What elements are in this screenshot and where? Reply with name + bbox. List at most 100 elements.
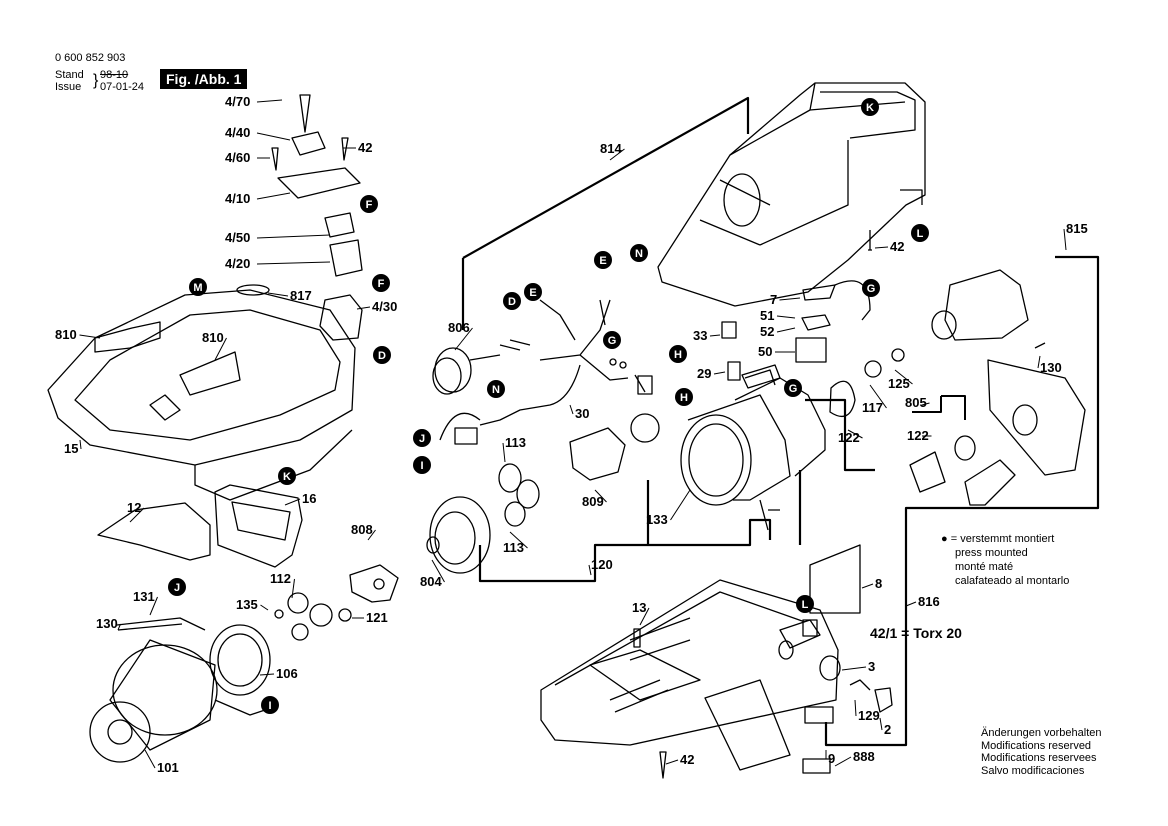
leader-line — [256, 261, 331, 265]
svg-text:E: E — [529, 287, 536, 299]
figure-label: Fig. /Abb. 1 — [160, 69, 248, 89]
issue-label: Issue — [55, 81, 82, 93]
part-label: 15 — [64, 441, 78, 456]
part-label: 42 — [680, 752, 694, 767]
svg-text:K: K — [866, 102, 874, 114]
part-label: 7 — [770, 292, 777, 307]
leader-line — [259, 673, 275, 676]
torx-note: 42/1 = Torx 20 — [870, 625, 962, 641]
connector-tag: E — [594, 251, 612, 269]
leader-line — [256, 132, 291, 141]
part-label: 808 — [351, 522, 373, 537]
connector-tag: E — [524, 283, 542, 301]
part-label: 9 — [828, 751, 835, 766]
part-label: 117 — [862, 400, 883, 415]
connector-tag: J — [413, 429, 431, 447]
part-label: 810 — [55, 327, 77, 342]
leader-line — [776, 315, 796, 319]
upper-housing-drawing — [657, 82, 926, 307]
leader-line — [129, 507, 145, 523]
svg-text:H: H — [680, 392, 688, 404]
leader-line — [905, 601, 917, 607]
svg-text:M: M — [193, 282, 202, 294]
svg-text:D: D — [508, 296, 516, 308]
connector-tag: F — [360, 195, 378, 213]
note-de: = verstemmt montiert — [950, 533, 1055, 545]
part-label: 804 — [420, 574, 442, 589]
part-label: 113 — [505, 435, 526, 450]
part-label: 816 — [918, 594, 940, 609]
svg-text:L: L — [917, 228, 924, 240]
part-label: 815 — [1066, 221, 1088, 236]
part-label: 30 — [575, 406, 589, 421]
leader-line — [841, 666, 867, 671]
mods-es: Salvo modificaciones — [981, 764, 1085, 777]
bracket-814 — [462, 96, 750, 259]
part-label: 888 — [853, 749, 875, 764]
parts-815-drawing — [909, 269, 1086, 506]
leader-line — [214, 337, 227, 361]
svg-text:J: J — [174, 582, 180, 594]
parts-12-16-drawing — [97, 484, 303, 568]
connector-tag: H — [669, 345, 687, 363]
leader-line — [291, 578, 295, 599]
connector-tag: D — [503, 292, 521, 310]
motor-101-drawing — [89, 564, 399, 763]
svg-text:N: N — [635, 248, 643, 260]
connector-tag: L — [796, 595, 814, 613]
part-label: 106 — [276, 666, 298, 681]
leader-line — [713, 371, 726, 375]
leader-line — [267, 292, 289, 297]
gearbox-804-drawing — [426, 369, 826, 574]
part-label: 814 — [600, 141, 622, 156]
svg-text:K: K — [283, 471, 291, 483]
leader-line — [256, 192, 291, 200]
part-label: 33 — [693, 328, 707, 343]
leader-line — [1063, 228, 1067, 251]
connector-tag: J — [168, 578, 186, 596]
svg-text:G: G — [867, 283, 876, 295]
connector-tag: N — [487, 380, 505, 398]
part-label: 3 — [868, 659, 875, 674]
leader-line — [367, 529, 376, 541]
leader-line — [670, 489, 691, 521]
part-label: 29 — [697, 366, 711, 381]
part-label: 51 — [760, 308, 774, 323]
leader-line — [779, 297, 801, 301]
leader-line — [861, 583, 874, 589]
note-en: press mounted — [955, 547, 1028, 559]
mods-en: Modifications reserved — [981, 739, 1092, 752]
small-parts-drawing — [721, 230, 905, 418]
connector-tag: G — [784, 379, 802, 397]
svg-text:H: H — [674, 349, 682, 361]
part-label: 810 — [202, 330, 224, 345]
leader-line — [79, 334, 101, 339]
svg-text:G: G — [608, 335, 617, 347]
connector-tag: L — [911, 224, 929, 242]
leader-line — [639, 607, 650, 626]
bracket-804 — [478, 518, 772, 583]
lower-housing-drawing — [540, 544, 893, 779]
leader-line — [588, 564, 592, 576]
part-label: 4/50 — [225, 230, 250, 245]
part-label: 4/70 — [225, 94, 250, 109]
leader-line — [665, 759, 679, 765]
part-label: 13 — [632, 600, 646, 615]
connector-tag: K — [861, 98, 879, 116]
part-number: 0 600 852 903 — [55, 52, 126, 64]
bullet-symbol: ● — [941, 533, 948, 545]
leader-line — [594, 489, 607, 503]
leader-line — [854, 699, 857, 717]
part-label: 4/40 — [225, 125, 250, 140]
connector-tag: F — [372, 274, 390, 292]
part-label: 806 — [448, 320, 470, 335]
svg-text:L: L — [802, 599, 809, 611]
leader-line — [117, 623, 121, 631]
part-label: 42 — [890, 239, 904, 254]
connector-tag: I — [413, 456, 431, 474]
connector-tag: D — [373, 346, 391, 364]
leader-line — [431, 559, 445, 583]
leader-line — [879, 717, 883, 731]
part-label: 129 — [858, 708, 880, 723]
leader-line — [149, 596, 158, 616]
